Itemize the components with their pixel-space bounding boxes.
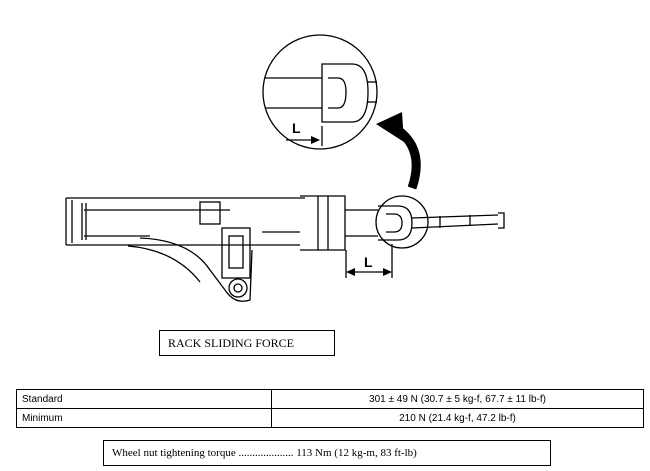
spec-row-value: 301 ± 49 N (30.7 ± 5 kg-f, 67.7 ± 11 lb-… bbox=[271, 389, 644, 409]
main-dimension-label: L bbox=[364, 254, 373, 270]
rack-force-spec-table: Standard 301 ± 49 N (30.7 ± 5 kg-f, 67.7… bbox=[16, 389, 644, 428]
inset-dimension-label: L bbox=[292, 120, 301, 136]
spec-row-value: 210 N (21.4 kg-f, 47.2 lb-f) bbox=[271, 408, 644, 428]
magnification-arrow bbox=[376, 112, 421, 190]
spec-row-label: Minimum bbox=[16, 408, 272, 428]
torque-note: Wheel nut tightening torque ............… bbox=[103, 440, 551, 466]
steering-rack-diagram: L L bbox=[65, 34, 505, 302]
table-row: Minimum 210 N (21.4 kg-f, 47.2 lb-f) bbox=[16, 408, 644, 428]
table-row: Standard 301 ± 49 N (30.7 ± 5 kg-f, 67.7… bbox=[16, 389, 644, 409]
steering-rack-assembly bbox=[65, 195, 505, 302]
magnified-inset bbox=[262, 34, 378, 150]
diagram-caption: RACK SLIDING FORCE bbox=[159, 330, 335, 356]
spec-row-label: Standard bbox=[16, 389, 272, 409]
